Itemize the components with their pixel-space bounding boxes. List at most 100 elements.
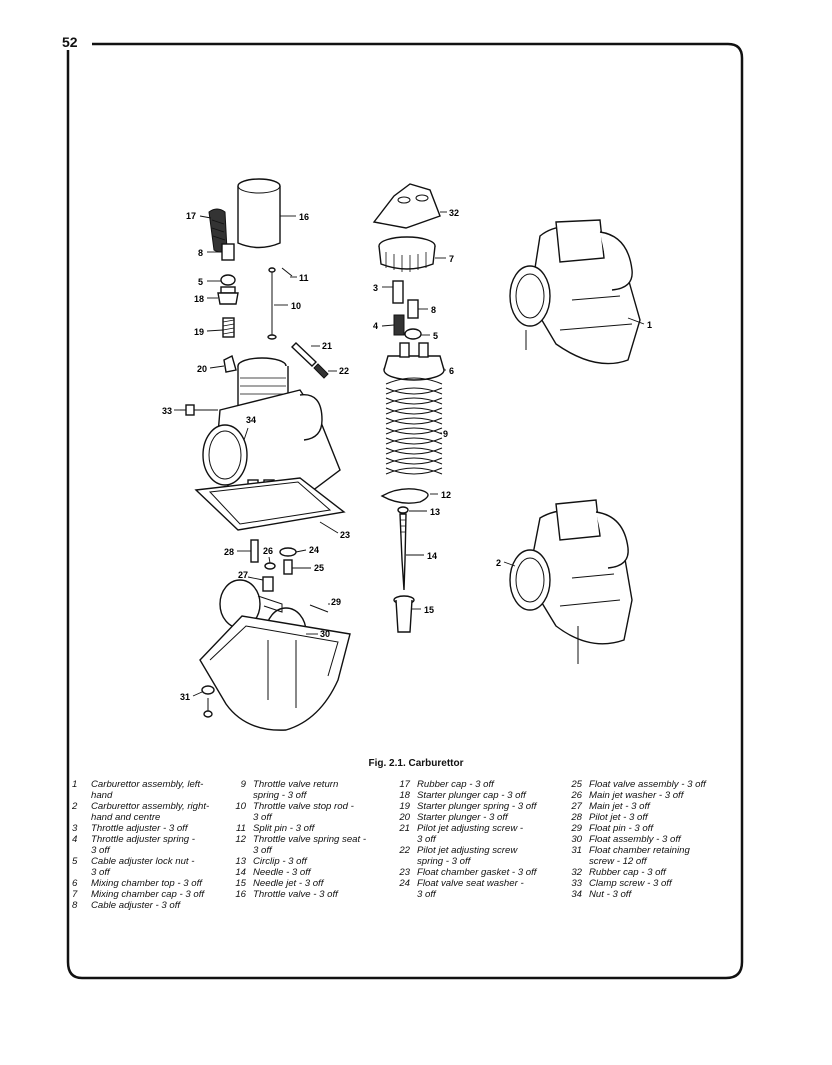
part-split-pin <box>281 267 293 277</box>
part-main-jet <box>262 576 274 592</box>
legend-item-number: 7 <box>72 889 78 900</box>
callout-4: 4 <box>373 321 378 331</box>
figure-caption: Fig. 2.1. Carburettor <box>368 758 464 769</box>
callout-22: 22 <box>339 366 349 376</box>
legend-item-text: Throttle adjuster - 3 off <box>91 823 188 834</box>
callout-10: 10 <box>291 301 301 311</box>
legend-item-text: Pilot jet - 3 off <box>589 812 648 823</box>
callout-29: 29 <box>331 597 341 607</box>
callout-6: 6 <box>449 366 454 376</box>
carburettor-exploded-diagram: 17 16 8 5 18 19 11 10 21 22 20 33 34 23 … <box>162 178 652 731</box>
callout-24: 24 <box>309 545 319 555</box>
legend-item-number: 17 <box>399 779 410 790</box>
legend-item-text: Float valve assembly - 3 off <box>589 779 706 790</box>
callout-19: 19 <box>194 327 204 337</box>
legend-item-number: 29 <box>571 823 582 834</box>
callout-5-centre: 5 <box>433 331 438 341</box>
legend-item-text: Mixing chamber cap - 3 off <box>91 889 205 900</box>
part-lock-nut-centre <box>404 328 422 340</box>
part-starter-plunger-spring <box>222 317 235 338</box>
legend-item: 17 Rubber cap - 3 off <box>398 779 570 790</box>
part-float-chamber <box>199 615 351 731</box>
callout-8: 8 <box>198 248 203 258</box>
legend-item-text: hand <box>91 790 113 801</box>
legend-item: 28 Pilot jet - 3 off <box>570 812 742 823</box>
callout-32: 32 <box>449 208 459 218</box>
part-throttle-return-spring <box>385 377 443 475</box>
part-needle <box>399 513 407 591</box>
part-throttle-valve <box>237 178 281 249</box>
legend-item-text: Main jet washer - 3 off <box>589 790 684 801</box>
part-circlip <box>397 506 409 514</box>
callout-labels: 17 16 8 5 18 19 11 10 21 22 20 33 34 23 … <box>162 208 652 702</box>
part-float-chamber-gasket <box>194 477 346 531</box>
legend-item-text: Float chamber retaining <box>589 845 690 856</box>
legend-item-number: 14 <box>235 867 246 878</box>
legend-item-text: Float pin - 3 off <box>589 823 653 834</box>
part-carburettor-right-hand <box>509 499 633 664</box>
callout-18: 18 <box>194 294 204 304</box>
legend-item-number: 20 <box>399 812 410 823</box>
legend-item-number: 21 <box>399 823 410 834</box>
part-pilot-jet-spring <box>313 363 329 379</box>
legend-item-number: 3 <box>72 823 78 834</box>
part-mixing-chamber-top <box>383 342 445 381</box>
part-stop-rod <box>267 267 277 340</box>
callout-21: 21 <box>322 341 332 351</box>
callout-3: 3 <box>373 283 378 293</box>
legend-item-number: 30 <box>571 834 582 845</box>
legend-item-text: Circlip - 3 off <box>253 856 307 867</box>
legend-item-text: spring - 3 off <box>253 790 307 801</box>
legend-item-text: Rubber cap - 3 off <box>589 867 666 878</box>
legend-item-text: 3 off <box>253 812 272 823</box>
legend-item-number: 31 <box>571 845 582 856</box>
legend-item-text: Float assembly - 3 off <box>589 834 681 845</box>
legend-item-text: Rubber cap - 3 off <box>417 779 494 790</box>
legend-item-text: 3 off <box>417 834 436 845</box>
legend-item-number: 12 <box>235 834 246 845</box>
part-pilot-jet <box>250 539 259 563</box>
legend-item: 13 Circlip - 3 off <box>234 856 398 867</box>
legend-item-number: 13 <box>235 856 246 867</box>
callout-17: 17 <box>186 211 196 221</box>
legend-item: 12 Throttle valve spring seat -3 off <box>234 834 398 856</box>
legend-item-text: Starter plunger cap - 3 off <box>417 790 526 801</box>
callout-14: 14 <box>427 551 437 561</box>
legend-item-text: hand and centre <box>91 812 161 823</box>
part-lock-nut <box>220 274 236 286</box>
callout-31: 31 <box>180 692 190 702</box>
legend-item-number: 27 <box>571 801 582 812</box>
legend-item-text: 3 off <box>253 845 272 856</box>
part-throttle-adjuster <box>392 280 404 304</box>
part-cable-adjuster-centre <box>407 299 419 319</box>
legend-item-number: 15 <box>235 878 246 889</box>
callout-33: 33 <box>162 406 172 416</box>
part-float-valve <box>283 559 293 575</box>
legend-item-number: 19 <box>399 801 410 812</box>
legend-item-text: Main jet - 3 off <box>589 801 650 812</box>
legend-item-text: Throttle valve spring seat - <box>253 834 367 845</box>
legend-item-text: Clamp screw - 3 off <box>589 878 672 889</box>
callout-1: 1 <box>647 320 652 330</box>
legend-item-number: 28 <box>571 812 582 823</box>
legend-item-text: 3 off <box>417 889 436 900</box>
legend-item-text: Throttle valve stop rod - <box>253 801 354 812</box>
callout-15: 15 <box>424 605 434 615</box>
callout-2: 2 <box>496 558 501 568</box>
callout-25: 25 <box>314 563 324 573</box>
